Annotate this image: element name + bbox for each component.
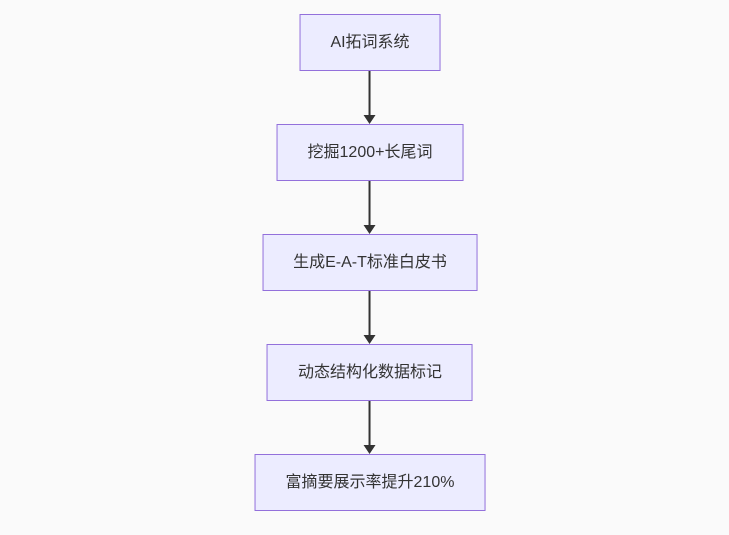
- flow-node-label: 动态结构化数据标记: [297, 363, 442, 381]
- flow-edge-4-5: [364, 401, 376, 454]
- arrowhead-down-icon: [364, 225, 376, 234]
- flow-edge-1-2: [364, 71, 376, 124]
- edge-line: [369, 71, 371, 116]
- flow-node-label: 生成E-A-T标准白皮书: [293, 253, 447, 271]
- flow-node-label: 挖掘1200+长尾词: [307, 143, 433, 161]
- flow-edge-2-3: [364, 181, 376, 234]
- flow-node-structured-data-markup: 动态结构化数据标记: [266, 344, 473, 401]
- edge-line: [369, 291, 371, 336]
- arrowhead-down-icon: [364, 445, 376, 454]
- flowchart: AI拓词系统 挖掘1200+长尾词 生成E-A-T标准白皮书 动态结构化数据标记…: [254, 14, 486, 511]
- arrowhead-down-icon: [364, 115, 376, 124]
- flow-node-ai-keyword-system: AI拓词系统: [299, 14, 441, 71]
- arrowhead-down-icon: [364, 335, 376, 344]
- flow-edge-3-4: [364, 291, 376, 344]
- edge-line: [369, 401, 371, 446]
- flow-node-eat-whitepaper: 生成E-A-T标准白皮书: [262, 234, 478, 291]
- flow-node-rich-snippet-result: 富摘要展示率提升210%: [254, 454, 486, 511]
- flow-node-label: 富摘要展示率提升210%: [285, 473, 455, 491]
- edge-line: [369, 181, 371, 226]
- flow-node-label: AI拓词系统: [330, 33, 410, 51]
- flow-node-longtail-mining: 挖掘1200+长尾词: [276, 124, 464, 181]
